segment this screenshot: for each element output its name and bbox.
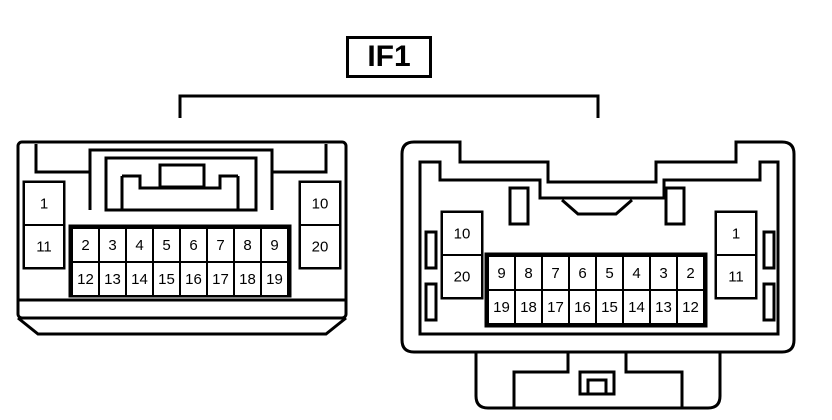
pin-label: 7 — [551, 265, 559, 282]
pin-label: 1 — [732, 226, 740, 243]
pin-label: 9 — [270, 237, 278, 254]
pin-label: 20 — [312, 239, 329, 256]
pin-cell: 1 — [23, 181, 65, 226]
pin-cell: 3 — [98, 227, 127, 263]
pin-label: 19 — [493, 299, 510, 316]
pin-label: 4 — [632, 265, 640, 282]
pin-label: 6 — [578, 265, 586, 282]
pin-cell: 10 — [441, 211, 483, 256]
pin-cell: 15 — [595, 289, 624, 325]
pin-label: 13 — [655, 299, 672, 316]
pin-label: 3 — [659, 265, 667, 282]
pin-cell: 19 — [260, 261, 289, 297]
right-connector-body — [400, 140, 796, 410]
pin-label: 15 — [158, 271, 175, 288]
pin-cell: 7 — [206, 227, 235, 263]
pin-cell: 7 — [541, 255, 570, 291]
pin-label: 5 — [605, 265, 613, 282]
pin-label: 15 — [601, 299, 618, 316]
pin-cell: 8 — [233, 227, 262, 263]
pin-label: 18 — [239, 271, 256, 288]
pin-cell: 6 — [179, 227, 208, 263]
pin-cell: 5 — [595, 255, 624, 291]
pin-label: 12 — [682, 299, 699, 316]
pin-cell: 18 — [514, 289, 543, 325]
pin-cell: 14 — [125, 261, 154, 297]
pin-cell: 12 — [71, 261, 100, 297]
pin-label: 9 — [497, 265, 505, 282]
pin-label: 8 — [524, 265, 532, 282]
pin-cell: 9 — [487, 255, 516, 291]
pin-cell: 14 — [622, 289, 651, 325]
pin-label: 12 — [77, 271, 94, 288]
pin-label: 2 — [81, 237, 89, 254]
pin-label: 13 — [104, 271, 121, 288]
bracket-line — [178, 94, 600, 118]
pin-cell: 15 — [152, 261, 181, 297]
pin-cell: 4 — [125, 227, 154, 263]
pin-label: 14 — [131, 271, 148, 288]
pin-label: 2 — [686, 265, 694, 282]
pin-label: 8 — [243, 237, 251, 254]
pin-cell: 16 — [179, 261, 208, 297]
pin-cell: 11 — [715, 254, 757, 299]
pin-label: 18 — [520, 299, 537, 316]
pin-cell: 3 — [649, 255, 678, 291]
pin-cell: 4 — [622, 255, 651, 291]
pin-cell: 19 — [487, 289, 516, 325]
pin-cell: 17 — [541, 289, 570, 325]
pin-label: 10 — [312, 196, 329, 213]
pin-cell: 2 — [676, 255, 705, 291]
pin-cell: 12 — [676, 289, 705, 325]
pin-cell: 2 — [71, 227, 100, 263]
pin-label: 17 — [212, 271, 229, 288]
pin-label: 5 — [162, 237, 170, 254]
pin-cell: 20 — [441, 254, 483, 299]
pin-cell: 9 — [260, 227, 289, 263]
pin-cell: 16 — [568, 289, 597, 325]
pin-label: 1 — [40, 196, 48, 213]
pin-label: 19 — [266, 271, 283, 288]
pin-cell: 8 — [514, 255, 543, 291]
pin-label: 4 — [135, 237, 143, 254]
pin-cell: 6 — [568, 255, 597, 291]
pin-cell: 11 — [23, 224, 65, 269]
connector-title: IF1 — [346, 36, 432, 78]
pin-cell: 18 — [233, 261, 262, 297]
pin-cell: 13 — [98, 261, 127, 297]
pin-label: 17 — [547, 299, 564, 316]
pin-cell: 13 — [649, 289, 678, 325]
pin-label: 6 — [189, 237, 197, 254]
left-connector-body — [16, 140, 348, 336]
pin-label: 14 — [628, 299, 645, 316]
pin-label: 11 — [728, 269, 744, 286]
pin-label: 11 — [36, 239, 52, 256]
pin-label: 3 — [108, 237, 116, 254]
right-pin-grid — [484, 252, 708, 328]
pin-label: 20 — [454, 269, 471, 286]
pin-label: 16 — [185, 271, 202, 288]
pin-label: 16 — [574, 299, 591, 316]
pin-label: 7 — [216, 237, 224, 254]
pin-cell: 20 — [299, 224, 341, 269]
pin-cell: 17 — [206, 261, 235, 297]
pin-cell: 1 — [715, 211, 757, 256]
pin-cell: 10 — [299, 181, 341, 226]
pin-cell: 5 — [152, 227, 181, 263]
pin-label: 10 — [454, 226, 471, 243]
